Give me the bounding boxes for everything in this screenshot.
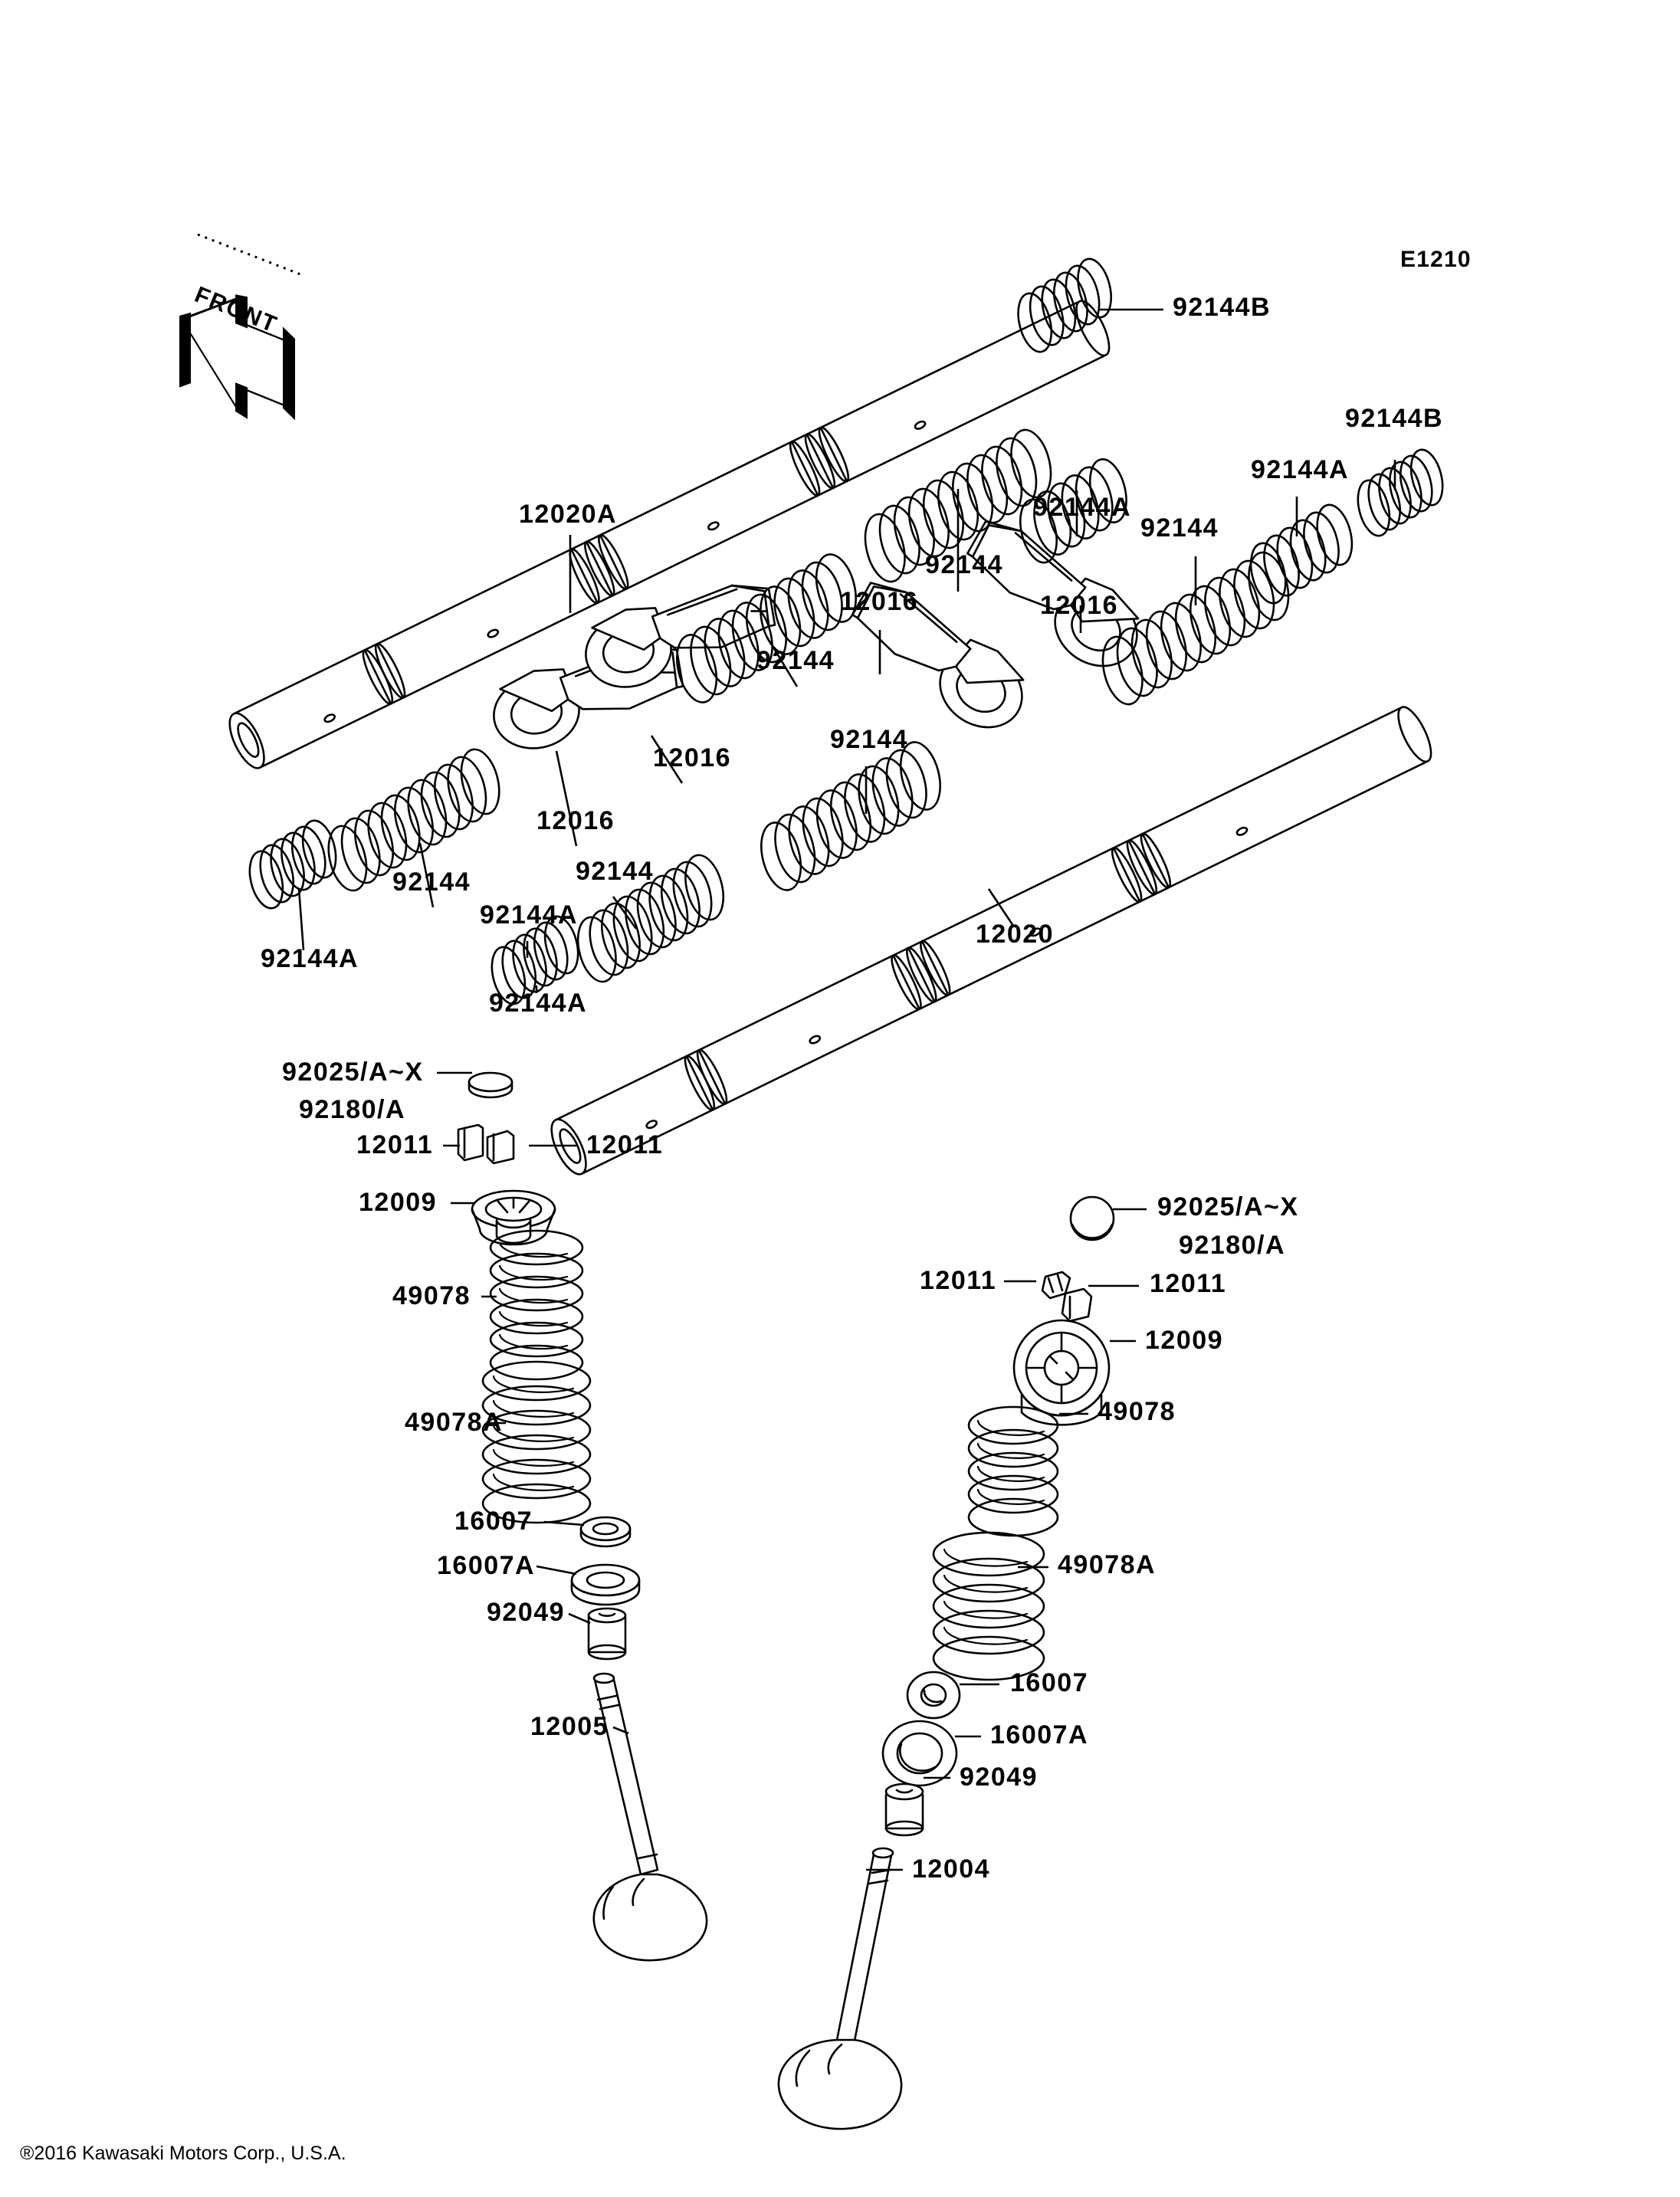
part-number-label: 12011 <box>920 1266 996 1295</box>
spring-seat-16007-left <box>579 1516 632 1548</box>
leader-lines <box>297 308 1396 1871</box>
part-number-label: 12011 <box>356 1130 433 1159</box>
part-number-label: 16007A <box>990 1720 1088 1749</box>
part-number-label: 92180/A <box>299 1095 405 1124</box>
part-number-label: 12011 <box>586 1130 663 1159</box>
copyright-notice: ®2016 Kawasaki Motors Corp., U.S.A. <box>20 2143 346 2164</box>
camshaft-upper-12020A <box>228 300 1111 769</box>
part-number-label: 92144B <box>1345 404 1443 433</box>
camshaft-lower-12020 <box>550 706 1432 1176</box>
part-number-label: 12016 <box>1040 591 1118 620</box>
part-number-label: 12016 <box>653 743 731 772</box>
spring-seat-16007A-left <box>570 1563 641 1606</box>
part-number-label: 92144A <box>489 989 587 1018</box>
part-number-label: 12020 <box>976 920 1054 949</box>
part-number-label: 92025/A~X <box>282 1058 424 1087</box>
part-number-label: 12020A <box>519 500 617 529</box>
spring-seat-16007A-right <box>881 1720 958 1787</box>
rocker-arm-12016-3 <box>851 582 1025 729</box>
part-number-label: 49078 <box>392 1281 471 1310</box>
part-number-label: 92144A <box>480 900 578 930</box>
part-number-label: 92144 <box>1140 513 1219 543</box>
spring-92144-6 <box>576 854 725 983</box>
rocker-arm-12016-2 <box>585 584 776 688</box>
spring-92144A-2 <box>1019 458 1127 564</box>
valve-12005 <box>592 1672 708 1962</box>
spring-92144B-2 <box>1357 448 1444 537</box>
part-number-label: 92144 <box>576 857 654 886</box>
part-number-label: 92025/A~X <box>1157 1192 1299 1221</box>
valve-keeper-left <box>457 1123 515 1165</box>
spring-seat-16007-right <box>906 1671 961 1720</box>
valve-keeper-right <box>1041 1271 1093 1323</box>
part-number-labels: 92144B 92144B 92144A 92144A 92144 12020A 92144… <box>261 293 1443 1884</box>
spring-retainer-right <box>1012 1319 1111 1426</box>
spring-92144-3 <box>676 553 857 703</box>
part-number-label: 12005 <box>530 1712 609 1741</box>
valve-stem-seal-right <box>884 1782 924 1837</box>
part-number-label: 16007 <box>1010 1668 1088 1697</box>
part-number-label: 12009 <box>359 1188 437 1217</box>
valve-stem-seal-left <box>587 1607 627 1661</box>
valve-spring-inner-right <box>967 1405 1059 1537</box>
part-number-label: 92144 <box>392 867 471 897</box>
diagram-reference-code: E1210 <box>1400 247 1472 272</box>
spring-92144-2 <box>864 428 1052 583</box>
part-number-label: 92049 <box>487 1598 565 1627</box>
part-number-label: 16007A <box>437 1551 535 1580</box>
part-number-label: 92144A <box>1033 493 1131 522</box>
spring-retainer-left <box>471 1189 556 1246</box>
spring-92144A-3 <box>248 819 337 910</box>
part-number-label: 49078A <box>1058 1550 1156 1579</box>
part-number-label: 12016 <box>840 587 918 616</box>
valve-shim-right <box>1069 1195 1115 1241</box>
part-number-label: 92144A <box>1251 455 1349 484</box>
part-number-label: 49078A <box>405 1408 503 1437</box>
part-number-label: 12009 <box>1145 1326 1223 1355</box>
part-number-label: 92180/A <box>1179 1231 1285 1260</box>
part-number-label: 92144 <box>756 646 835 675</box>
valve-spring-outer-left <box>481 1360 592 1524</box>
front-arrow-icon: FRONT <box>179 233 301 421</box>
valve-shim-left <box>468 1071 514 1099</box>
part-number-label: 92049 <box>960 1763 1038 1792</box>
part-number-label: 16007 <box>454 1507 533 1536</box>
part-number-label: 92144 <box>925 550 1003 579</box>
spring-92144-5 <box>327 748 500 892</box>
spring-92144-1 <box>1101 551 1290 706</box>
part-number-label: 12004 <box>912 1854 990 1884</box>
part-number-label: 92144 <box>830 725 908 754</box>
spring-92144A-4 <box>491 915 579 1005</box>
valve-spring-inner-left <box>489 1229 584 1381</box>
part-number-label: 12016 <box>536 806 615 835</box>
spring-92144-4 <box>760 741 941 891</box>
part-number-label: 92144B <box>1173 293 1271 322</box>
valve-spring-outer-right <box>932 1531 1045 1681</box>
part-number-label: 49078 <box>1098 1397 1176 1426</box>
part-number-label: 92144A <box>261 944 359 973</box>
spring-92144B-1 <box>1017 257 1112 353</box>
part-number-label: 12011 <box>1150 1269 1226 1298</box>
valve-12004 <box>777 1847 903 2130</box>
